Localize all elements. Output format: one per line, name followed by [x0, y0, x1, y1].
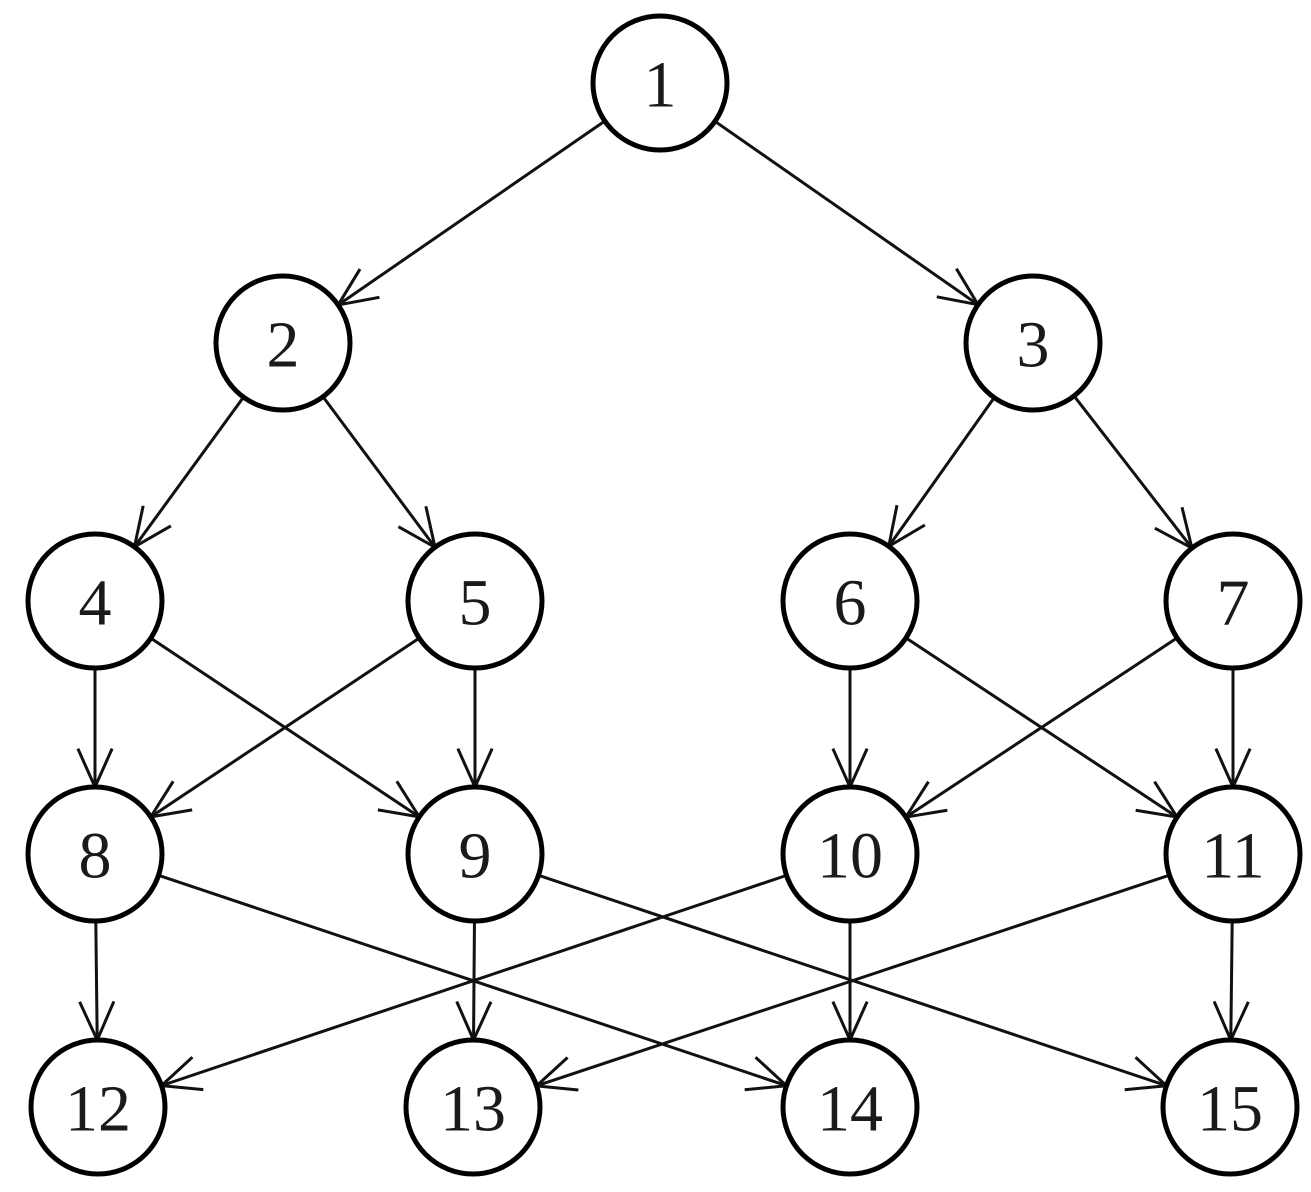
node-label-12: 12	[65, 1073, 131, 1146]
node-circle-12[interactable]	[28, 1037, 168, 1177]
node-circle-15[interactable]	[1160, 1037, 1300, 1177]
node-6[interactable]: 6	[780, 531, 920, 671]
node-circle-8[interactable]	[25, 784, 165, 924]
node-label-9: 9	[459, 820, 492, 893]
node-10[interactable]: 10	[780, 784, 920, 924]
node-circle-2[interactable]	[213, 273, 353, 413]
node-circle-13[interactable]	[403, 1037, 543, 1177]
node-13[interactable]: 13	[403, 1037, 543, 1177]
node-label-2: 2	[267, 309, 300, 382]
node-circle-4[interactable]	[25, 531, 165, 671]
edge-11-to-15	[1212, 920, 1250, 1041]
node-4[interactable]: 4	[25, 531, 165, 671]
edge-2-to-5	[321, 395, 437, 549]
node-2[interactable]: 2	[213, 273, 353, 413]
node-circle-5[interactable]	[405, 531, 545, 671]
node-circle-1[interactable]	[590, 13, 730, 153]
node-5[interactable]: 5	[405, 531, 545, 671]
node-12[interactable]: 12	[28, 1037, 168, 1177]
node-7[interactable]: 7	[1163, 531, 1303, 671]
edge-7-to-11	[1214, 668, 1252, 788]
edge-1-to-3	[714, 120, 980, 307]
node-circle-7[interactable]	[1163, 531, 1303, 671]
node-label-3: 3	[1017, 309, 1050, 382]
node-label-8: 8	[79, 820, 112, 893]
node-15[interactable]: 15	[1160, 1037, 1300, 1177]
edge-3-to-6	[887, 396, 996, 548]
node-11[interactable]: 11	[1163, 784, 1303, 924]
edge-5-to-9	[456, 668, 494, 788]
node-label-6: 6	[834, 567, 867, 640]
node-label-10: 10	[817, 820, 883, 893]
edge-2-to-4	[132, 396, 245, 549]
node-label-14: 14	[817, 1073, 883, 1146]
edge-10-to-12	[160, 873, 787, 1092]
node-9[interactable]: 9	[405, 784, 545, 924]
edge-3-to-7	[1072, 395, 1194, 550]
node-circle-3[interactable]	[963, 273, 1103, 413]
edge-11-to-13	[535, 873, 1170, 1092]
node-14[interactable]: 14	[780, 1037, 920, 1177]
edge-1-to-2	[336, 119, 606, 307]
node-label-5: 5	[459, 567, 492, 640]
node-3[interactable]: 3	[963, 273, 1103, 413]
node-1[interactable]: 1	[590, 13, 730, 153]
edge-8-to-12	[78, 920, 116, 1041]
edge-7-to-10	[904, 636, 1178, 819]
node-circle-11[interactable]	[1163, 784, 1303, 924]
node-label-1: 1	[644, 49, 677, 122]
node-circle-6[interactable]	[780, 531, 920, 671]
edges-layer	[76, 119, 1252, 1092]
edge-4-to-8	[76, 668, 114, 788]
edge-5-to-8	[149, 636, 421, 819]
node-label-15: 15	[1197, 1073, 1263, 1146]
node-circle-10[interactable]	[780, 784, 920, 924]
node-8[interactable]: 8	[25, 784, 165, 924]
node-circle-9[interactable]	[405, 784, 545, 924]
node-circle-14[interactable]	[780, 1037, 920, 1177]
node-label-7: 7	[1217, 567, 1250, 640]
node-label-13: 13	[440, 1073, 506, 1146]
node-label-4: 4	[79, 567, 112, 640]
node-label-11: 11	[1201, 820, 1265, 893]
edge-6-to-10	[831, 668, 869, 788]
